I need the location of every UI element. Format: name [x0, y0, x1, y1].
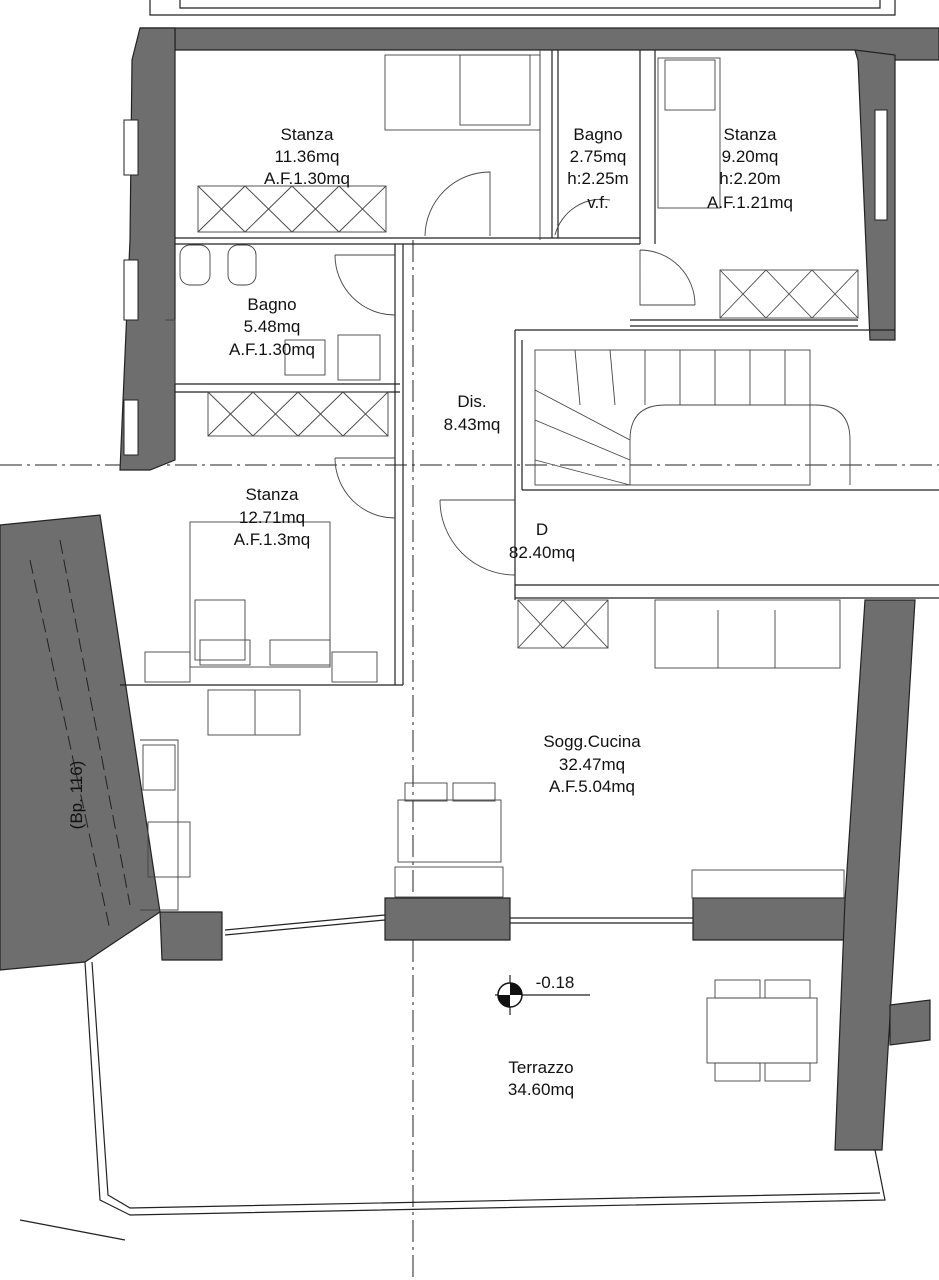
- pillar-center: [384, 897, 511, 941]
- svg-text:A.F.5.04mq: A.F.5.04mq: [549, 777, 635, 796]
- svg-text:A.F.1.30mq: A.F.1.30mq: [264, 169, 350, 188]
- svg-text:32.47mq: 32.47mq: [559, 755, 625, 774]
- pillar-left: [159, 911, 223, 961]
- svg-text:11.36mq: 11.36mq: [275, 147, 340, 166]
- right-stub-wall: [889, 999, 931, 1046]
- interior-walls: [120, 50, 939, 936]
- furniture: [140, 50, 845, 1082]
- room-bagno-1: Bagno 2.75mq h:2.25m v.f.: [567, 125, 628, 212]
- svg-text:8.43mq: 8.43mq: [444, 415, 501, 434]
- windows: [123, 109, 888, 456]
- svg-text:Stanza: Stanza: [246, 485, 299, 504]
- svg-text:9.20mq: 9.20mq: [722, 147, 779, 166]
- svg-text:A.F.1.30mq: A.F.1.30mq: [229, 340, 315, 359]
- svg-text:Dis.: Dis.: [457, 392, 486, 411]
- doors: [334, 171, 696, 576]
- svg-text:A.F.1.21mq: A.F.1.21mq: [707, 193, 793, 212]
- neighbor-wall: [0, 514, 161, 971]
- svg-text:Bagno: Bagno: [247, 295, 296, 314]
- svg-text:Stanza: Stanza: [724, 125, 777, 144]
- svg-text:Sogg.Cucina: Sogg.Cucina: [543, 732, 641, 751]
- room-terrazzo: Terrazzo 34.60mq: [508, 1058, 574, 1099]
- wardrobes: [197, 185, 859, 649]
- svg-text:2.75mq: 2.75mq: [570, 147, 627, 166]
- svg-text:v.f.: v.f.: [587, 193, 608, 212]
- svg-text:h:2.20m: h:2.20m: [719, 169, 780, 188]
- svg-text:12.71mq: 12.71mq: [239, 508, 305, 527]
- room-stanza-2: Stanza 9.20mq h:2.20m A.F.1.21mq: [707, 125, 793, 212]
- terrace-outline: [19, 539, 886, 1241]
- walls: [0, 27, 939, 1151]
- svg-text:A.F.1.3mq: A.F.1.3mq: [234, 530, 311, 549]
- room-stanza-1: Stanza 11.36mq A.F.1.30mq: [264, 125, 350, 188]
- room-soggiorno-cucina: Sogg.Cucina 32.47mq A.F.5.04mq: [543, 732, 641, 796]
- svg-text:Stanza: Stanza: [281, 125, 334, 144]
- pillar-right: [692, 897, 851, 941]
- room-disimpegno: Dis. 8.43mq: [444, 392, 501, 434]
- top-neighbor-outline: [149, 0, 896, 16]
- svg-text:Bagno: Bagno: [573, 125, 622, 144]
- room-bagno-2: Bagno 5.48mq A.F.1.30mq: [229, 295, 315, 359]
- neighbor-label: (Bp. 116): [67, 761, 86, 830]
- room-stanza-3: Stanza 12.71mq A.F.1.3mq: [234, 485, 311, 549]
- level-value: -0.18: [536, 973, 575, 992]
- svg-text:h:2.25m: h:2.25m: [567, 169, 628, 188]
- level-marker: -0.18: [495, 973, 590, 1015]
- svg-text:Terrazzo: Terrazzo: [508, 1058, 573, 1077]
- svg-text:D: D: [536, 520, 548, 539]
- svg-text:5.48mq: 5.48mq: [244, 317, 301, 336]
- svg-text:34.60mq: 34.60mq: [508, 1080, 574, 1099]
- staircase: [534, 349, 851, 486]
- right-wall: [834, 599, 916, 1151]
- room-d: D 82.40mq: [509, 520, 575, 562]
- svg-text:82.40mq: 82.40mq: [509, 543, 575, 562]
